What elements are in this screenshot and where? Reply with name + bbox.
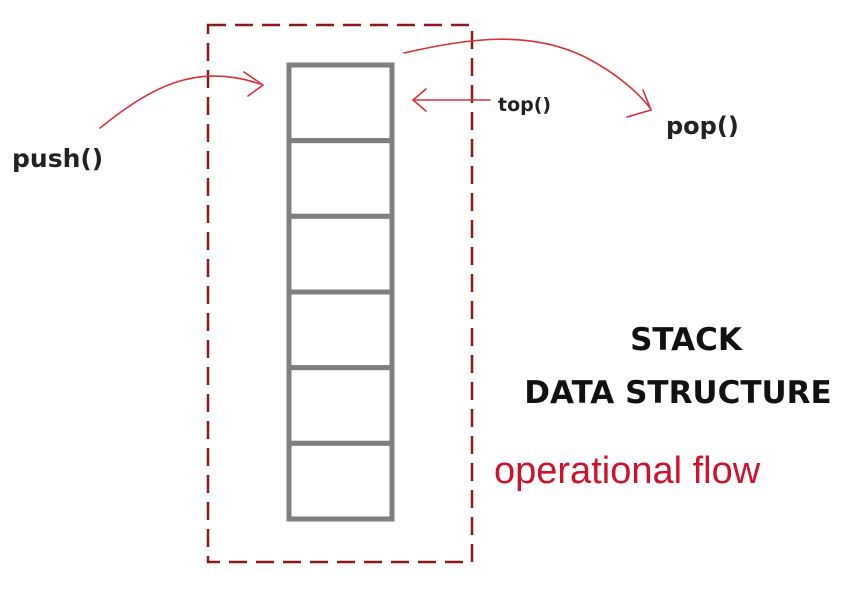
title-line-1: STACK xyxy=(630,322,743,358)
dashed-container xyxy=(206,23,474,564)
caption-label: operational flow xyxy=(494,450,761,492)
stack-slot xyxy=(286,213,395,295)
stack-slot xyxy=(286,289,395,371)
pop-label: pop() xyxy=(666,112,739,140)
top-arrow xyxy=(411,88,491,112)
top-label: top() xyxy=(498,94,551,116)
stack-slot xyxy=(286,440,395,522)
stack-column xyxy=(286,62,395,522)
stack-slot xyxy=(286,365,395,446)
stack-slot xyxy=(286,138,395,219)
push-label: push() xyxy=(12,144,103,173)
push-arrow xyxy=(99,71,265,129)
title-line-2: DATA STRUCTURE xyxy=(524,375,831,411)
pop-arrow xyxy=(403,38,653,118)
stack-slot xyxy=(286,62,395,144)
